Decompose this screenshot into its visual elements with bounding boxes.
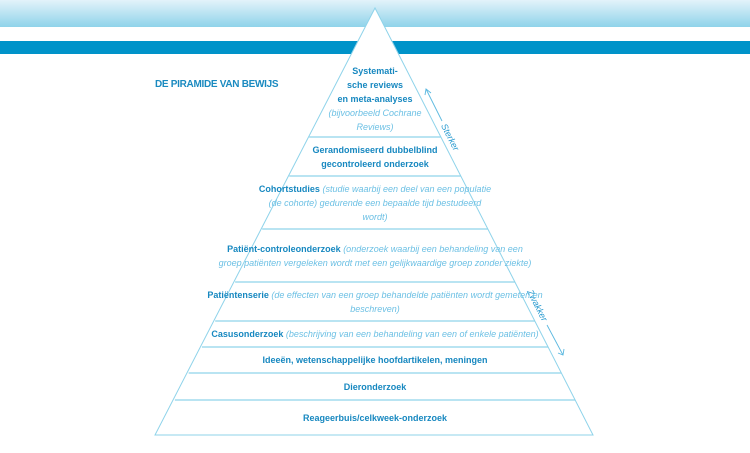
tier-title: Reageerbuis/celkweek-onderzoek — [302, 412, 448, 423]
pyramid-tier: Patiënt-controleonderzoek (onderzoek waa… — [215, 229, 535, 282]
tier-description: (bijvoorbeeld Cochrane Reviews) — [328, 107, 422, 132]
tier-title: Patiëntenserie — [207, 289, 269, 300]
tier-title: Systemati- sche reviews en meta-analyses — [337, 65, 413, 104]
pyramid-tier: Systemati- sche reviews en meta-analyses… — [320, 60, 430, 137]
stronger-arrowhead — [424, 88, 432, 96]
tier-description: (de effecten van een groep behandelde pa… — [271, 289, 543, 314]
weaker-arrow — [546, 324, 564, 356]
stronger-arrow — [425, 88, 443, 122]
pyramid-tier: Dieronderzoek — [215, 373, 535, 400]
tier-title: Gerandomiseerd dubbelblind gecontroleerd… — [312, 144, 438, 169]
tier-description: (beschrijving van een behandeling van ee… — [285, 329, 539, 339]
pyramid-tier: Gerandomiseerd dubbelblind gecontroleerd… — [290, 137, 460, 176]
pyramid-shape — [154, 6, 594, 436]
pyramid-tier: Ideeën, wetenschappelijke hoofdartikelen… — [215, 347, 535, 373]
diagram-title: DE PIRAMIDE VAN BEWIJS — [155, 79, 279, 90]
tier-title: Cohortstudies — [258, 183, 320, 194]
tier-description: (onderzoek waarbij een behandeling van e… — [218, 243, 532, 268]
tier-description: (studie waarbij een deel van een populat… — [268, 183, 492, 222]
weaker-arrowhead — [557, 348, 565, 356]
tier-title: Dieronderzoek — [343, 381, 407, 392]
tier-title: Ideeën, wetenschappelijke hoofdartikelen… — [262, 355, 488, 365]
pyramid-tier: Cohortstudies (studie waarbij een deel v… — [255, 176, 495, 229]
pyramid-tier: Reageerbuis/celkweek-onderzoek — [215, 400, 535, 435]
pyramid-tier: Patiëntenserie (de effecten van een groe… — [195, 282, 555, 321]
tier-title: Patiënt-controleonderzoek — [227, 243, 341, 254]
pyramid-tier: Casusonderzoek (beschrijving van een beh… — [205, 321, 545, 347]
tier-title: Casusonderzoek — [211, 329, 284, 339]
